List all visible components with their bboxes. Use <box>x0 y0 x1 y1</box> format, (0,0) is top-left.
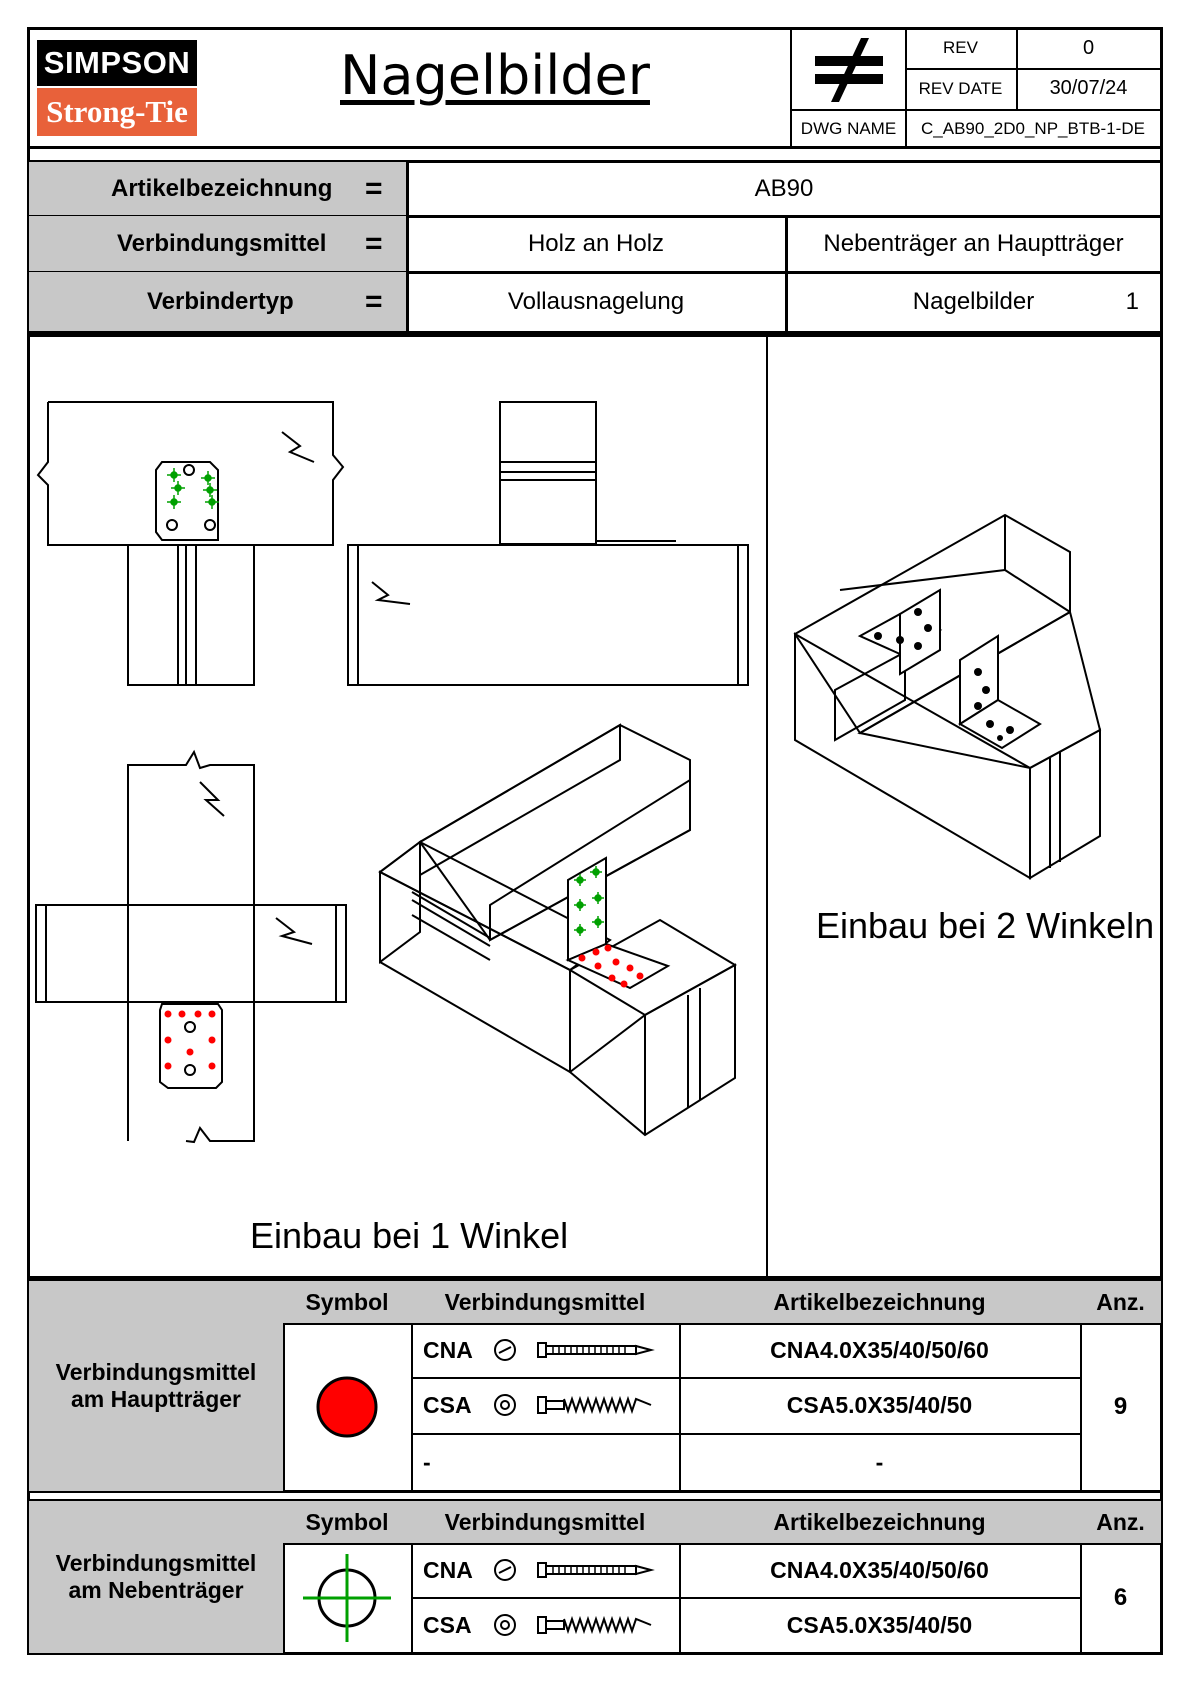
article-cell: CSA5.0X35/40/50 <box>679 1597 1082 1653</box>
dwg-name-label: DWG NAME <box>790 109 907 149</box>
iso-view-one-angle <box>378 723 737 1137</box>
not-equal-icon <box>814 37 883 102</box>
info-label-verbindungsmittel: Verbindungsmittel = <box>29 216 409 274</box>
symbol-cell-main <box>283 1323 413 1491</box>
fastener-cell-empty: - <box>411 1433 681 1491</box>
group-label-line1: Verbindungsmittel <box>55 1550 257 1576</box>
article-cell: CNA4.0X35/40/50/60 <box>679 1323 1082 1379</box>
header-qty: Anz. <box>1080 1281 1161 1325</box>
header-fastener: Verbindungsmittel <box>411 1501 681 1545</box>
fastener-type: - <box>423 1448 431 1475</box>
technical-drawings <box>35 401 1102 1144</box>
qty-cell-secondary: 6 <box>1113 1584 1128 1611</box>
fastener-type: CSA <box>423 1611 472 1638</box>
group-label-main: Verbindungsmittel am Hauptträger <box>29 1281 285 1491</box>
info-label-text: Artikelbezeichnung <box>111 174 333 202</box>
side-view-top <box>347 401 749 686</box>
rev-value: 0 <box>1016 28 1161 70</box>
info-block <box>27 160 1163 334</box>
logo-strong-tie: Strong-Tie <box>37 88 197 136</box>
group-label-line1: Verbindungsmittel <box>55 1359 257 1385</box>
fastener-cell-cna: CNA <box>411 1323 681 1379</box>
main-beam-nails <box>164 944 644 1070</box>
plan-view-top <box>36 401 345 686</box>
red-filled-circle-icon <box>316 1376 378 1438</box>
caption-one-angle: Einbau bei 1 Winkel <box>250 1215 569 1256</box>
header-symbol: Symbol <box>283 1281 413 1325</box>
nail-icon <box>494 1559 655 1581</box>
equals-sign: = <box>365 171 383 205</box>
group-label-line2: am Nebenträger <box>68 1577 244 1603</box>
caption-two-angles: Einbau bei 2 Winkeln <box>816 905 1155 946</box>
table-secondary-beam <box>27 1499 1163 1655</box>
screw-icon <box>494 1394 652 1416</box>
fastener-cell-csa: CSA <box>411 1377 681 1435</box>
info-value-nagelbilder: Nagelbilder 1 <box>786 272 1161 331</box>
header-article: Artikelbezeichnung <box>679 1501 1082 1545</box>
drawing-divider <box>766 336 768 1277</box>
iso-view-two-angles <box>793 513 1102 880</box>
page-title: Nagelbilder <box>340 44 650 107</box>
fastener-type: CSA <box>423 1391 472 1418</box>
nagelbilder-label: Nagelbilder <box>912 287 1035 315</box>
plan-view-bottom <box>35 749 347 1144</box>
nagelbilder-number: 1 <box>1125 287 1139 315</box>
info-label-text: Verbindungsmittel <box>117 229 327 257</box>
fastener-cell-cna: CNA <box>411 1543 681 1599</box>
title-block <box>27 27 1163 149</box>
header-qty: Anz. <box>1080 1501 1161 1545</box>
rev-label: REV <box>905 28 1018 70</box>
info-label-verbindertyp: Verbindertyp = <box>29 272 409 331</box>
equals-sign: = <box>365 226 383 260</box>
rev-date-value: 30/07/24 <box>1016 68 1161 111</box>
qty-cell-main: 9 <box>1113 1393 1128 1420</box>
equals-sign: = <box>365 284 383 318</box>
fastener-type: CNA <box>423 1336 473 1363</box>
secondary-beam-nails <box>167 468 604 936</box>
angle-bracket-holes <box>874 608 1014 741</box>
group-label-line2: am Hauptträger <box>71 1386 241 1412</box>
screw-icon <box>494 1614 652 1636</box>
rev-date-label: REV DATE <box>905 68 1018 111</box>
logo-simpson: SIMPSON <box>37 40 197 86</box>
article-cell: - <box>679 1433 1082 1491</box>
info-value-vollausnagelung: Vollausnagelung <box>407 272 788 331</box>
nail-icon <box>494 1339 655 1361</box>
dwg-name-value: C_AB90_2D0_NP_BTB-1-DE <box>921 119 1145 138</box>
header-symbol: Symbol <box>283 1501 413 1545</box>
info-value-ab90: AB90 <box>407 162 1161 218</box>
info-label-text: Verbindertyp <box>147 287 294 315</box>
symbol-cell-secondary <box>283 1543 413 1653</box>
header-fastener: Verbindungsmittel <box>411 1281 681 1325</box>
group-label-secondary: Verbindungsmittel am Nebenträger <box>29 1501 285 1653</box>
drawing-area <box>27 334 1163 1279</box>
info-value-nebentraeger: Nebenträger an Hauptträger <box>786 216 1161 274</box>
green-crosshair-circle-icon <box>303 1554 391 1642</box>
fastener-cell-csa: CSA <box>411 1597 681 1653</box>
fastener-type: CNA <box>423 1556 473 1583</box>
header-article: Artikelbezeichnung <box>679 1281 1082 1325</box>
info-value-holz-an-holz: Holz an Holz <box>407 216 788 274</box>
article-cell: CSA5.0X35/40/50 <box>679 1377 1082 1435</box>
article-cell: CNA4.0X35/40/50/60 <box>679 1543 1082 1599</box>
table-main-beam <box>27 1279 1163 1493</box>
